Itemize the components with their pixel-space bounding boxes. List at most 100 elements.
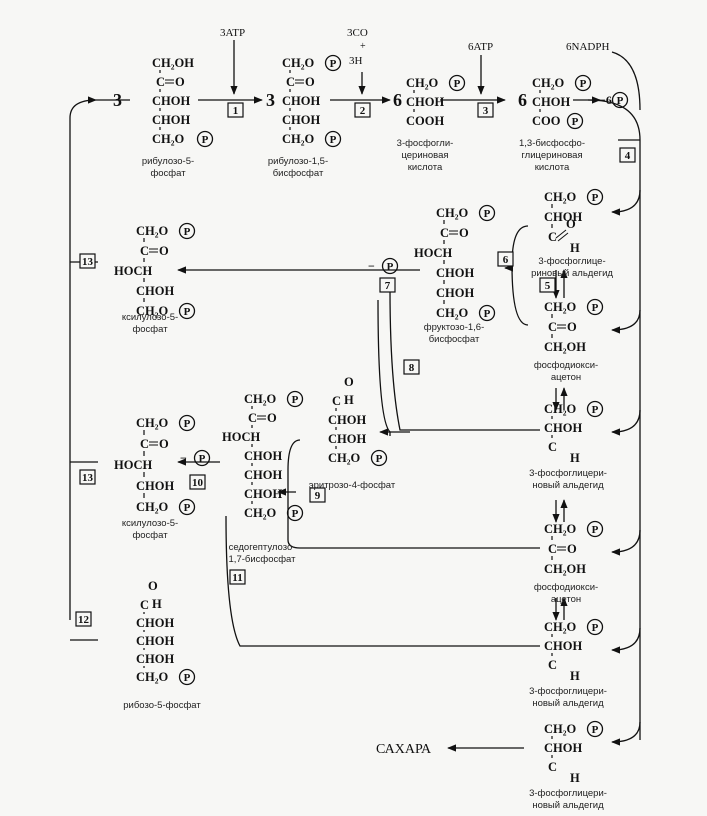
step-number: 9 (315, 490, 321, 502)
step-number: 1 (233, 105, 239, 117)
atom-group: CH₂O (436, 306, 468, 320)
svg-text:O: O (566, 217, 576, 231)
phosphate-circle: P (586, 618, 604, 636)
label-gap1-line-0: 3-фосфоглице- (538, 256, 605, 267)
atom-group: C (248, 411, 257, 425)
phosphate-circle: P (370, 449, 388, 467)
svg-text:O: O (148, 579, 158, 593)
coefficient-6-bpg: 6 (518, 90, 527, 110)
svg-text:O: O (159, 244, 169, 258)
atom-group: CH₂O (544, 190, 576, 204)
step-box-11: 11 (229, 569, 246, 585)
branch-gap1 (611, 189, 641, 216)
label-gap4-line-1: новый альдегид (532, 800, 604, 811)
step-number: 4 (625, 150, 631, 162)
coefficient-6-pga: 6 (393, 90, 402, 110)
bracket-9 (287, 439, 540, 549)
step-number: 6 (503, 254, 509, 266)
minus-step-10: − (180, 451, 187, 465)
phosphate-symbol: P (184, 306, 191, 318)
step-box-6: 6 (497, 251, 514, 267)
step-number: 11 (232, 572, 242, 584)
atom-group: CH₂OH (544, 562, 586, 576)
label-pga3-line-0: 3-фосфогли- (397, 138, 454, 149)
atom-group: CHOH (544, 741, 582, 755)
label-dhap1-line-0: фосфодиокси- (534, 360, 598, 371)
atom-group: HOCH (114, 458, 152, 472)
atom-group: CH₂O (136, 224, 168, 238)
svg-text:O: O (159, 437, 169, 451)
svg-text:H: H (570, 771, 580, 785)
phosphate-symbol: P (592, 302, 599, 314)
phosphate-circle: P (586, 400, 604, 418)
label-gap2-line-0: 3-фосфоглицери- (529, 468, 607, 479)
phosphate-circle: P (286, 504, 304, 522)
atom-group: C (140, 437, 149, 451)
label-gap2-line-1: новый альдегид (532, 480, 604, 491)
atom-group: CH₂O (244, 392, 276, 406)
step-box-3: 3 (477, 102, 494, 118)
cross-line-11 (225, 515, 540, 647)
step-number: 13 (82, 256, 94, 268)
atom-group: CH₂O (282, 56, 314, 70)
phosphate-symbol: P (617, 95, 624, 107)
svg-text:O: O (459, 226, 469, 240)
atom-group: CH₂O (152, 132, 184, 146)
phosphate-circle: P (324, 130, 342, 148)
label-gap3-line-1: новый альдегид (532, 698, 604, 709)
label-pga3-line-1: цериновая (401, 150, 448, 161)
atom-group: C (548, 440, 557, 454)
phosphate-symbol: P (199, 453, 206, 465)
atom-group: CH₂O (244, 506, 276, 520)
atom-group: CH₂O (136, 304, 168, 318)
svg-text:O: O (267, 411, 277, 425)
cofactor-h2o: 3H (349, 55, 363, 67)
coefficient-3-rubp: 3 (266, 90, 275, 110)
phosphate-symbol: P (592, 622, 599, 634)
minus-step-7: − (368, 259, 375, 273)
atom-group: CH₂O (544, 522, 576, 536)
product-sugar: САХАРА (376, 742, 432, 757)
step-number: 3 (483, 105, 489, 117)
phosphate-circle: P (324, 54, 342, 72)
step-box-12: 12 (75, 611, 92, 627)
atom-group: C (548, 542, 557, 556)
step-number: 13 (82, 472, 94, 484)
step-number: 7 (385, 280, 391, 292)
phosphate-circle: P (178, 222, 196, 240)
cofactor-3atp: 3ATP (220, 27, 245, 39)
phosphate-symbol: P (580, 78, 587, 90)
atom-group: CHOH (244, 487, 282, 501)
atom-group: CHOH (532, 95, 570, 109)
atom-group: C (548, 760, 557, 774)
label-gap4-line-0: 3-фосфоглицери- (529, 788, 607, 799)
label-bpg13-line-2: кислота (535, 162, 570, 173)
atom-group: CH₂O (544, 620, 576, 634)
reaction-arrows (69, 40, 641, 752)
step-number: 10 (192, 477, 204, 489)
phosphate-symbol: P (592, 404, 599, 416)
phosphate-symbol: P (454, 78, 461, 90)
svg-text:O: O (344, 375, 354, 389)
atom-group: CH₂OH (544, 340, 586, 354)
atom-group: CHOH (244, 449, 282, 463)
step-box-7: 7 (379, 277, 396, 293)
branch-dhap1 (611, 309, 641, 334)
cross-line-b (377, 299, 391, 436)
atom-group: HOCH (114, 264, 152, 278)
atom-group: CHOH (406, 95, 444, 109)
atom-group: CH₂O (544, 722, 576, 736)
atom-group: CHOH (136, 634, 174, 648)
step-box-4: 4 (619, 147, 636, 163)
label-sbp-line-1: 1,7-бисфосфат (229, 554, 297, 565)
step-box-13: 13 (79, 469, 96, 485)
step-number: 8 (409, 362, 415, 374)
